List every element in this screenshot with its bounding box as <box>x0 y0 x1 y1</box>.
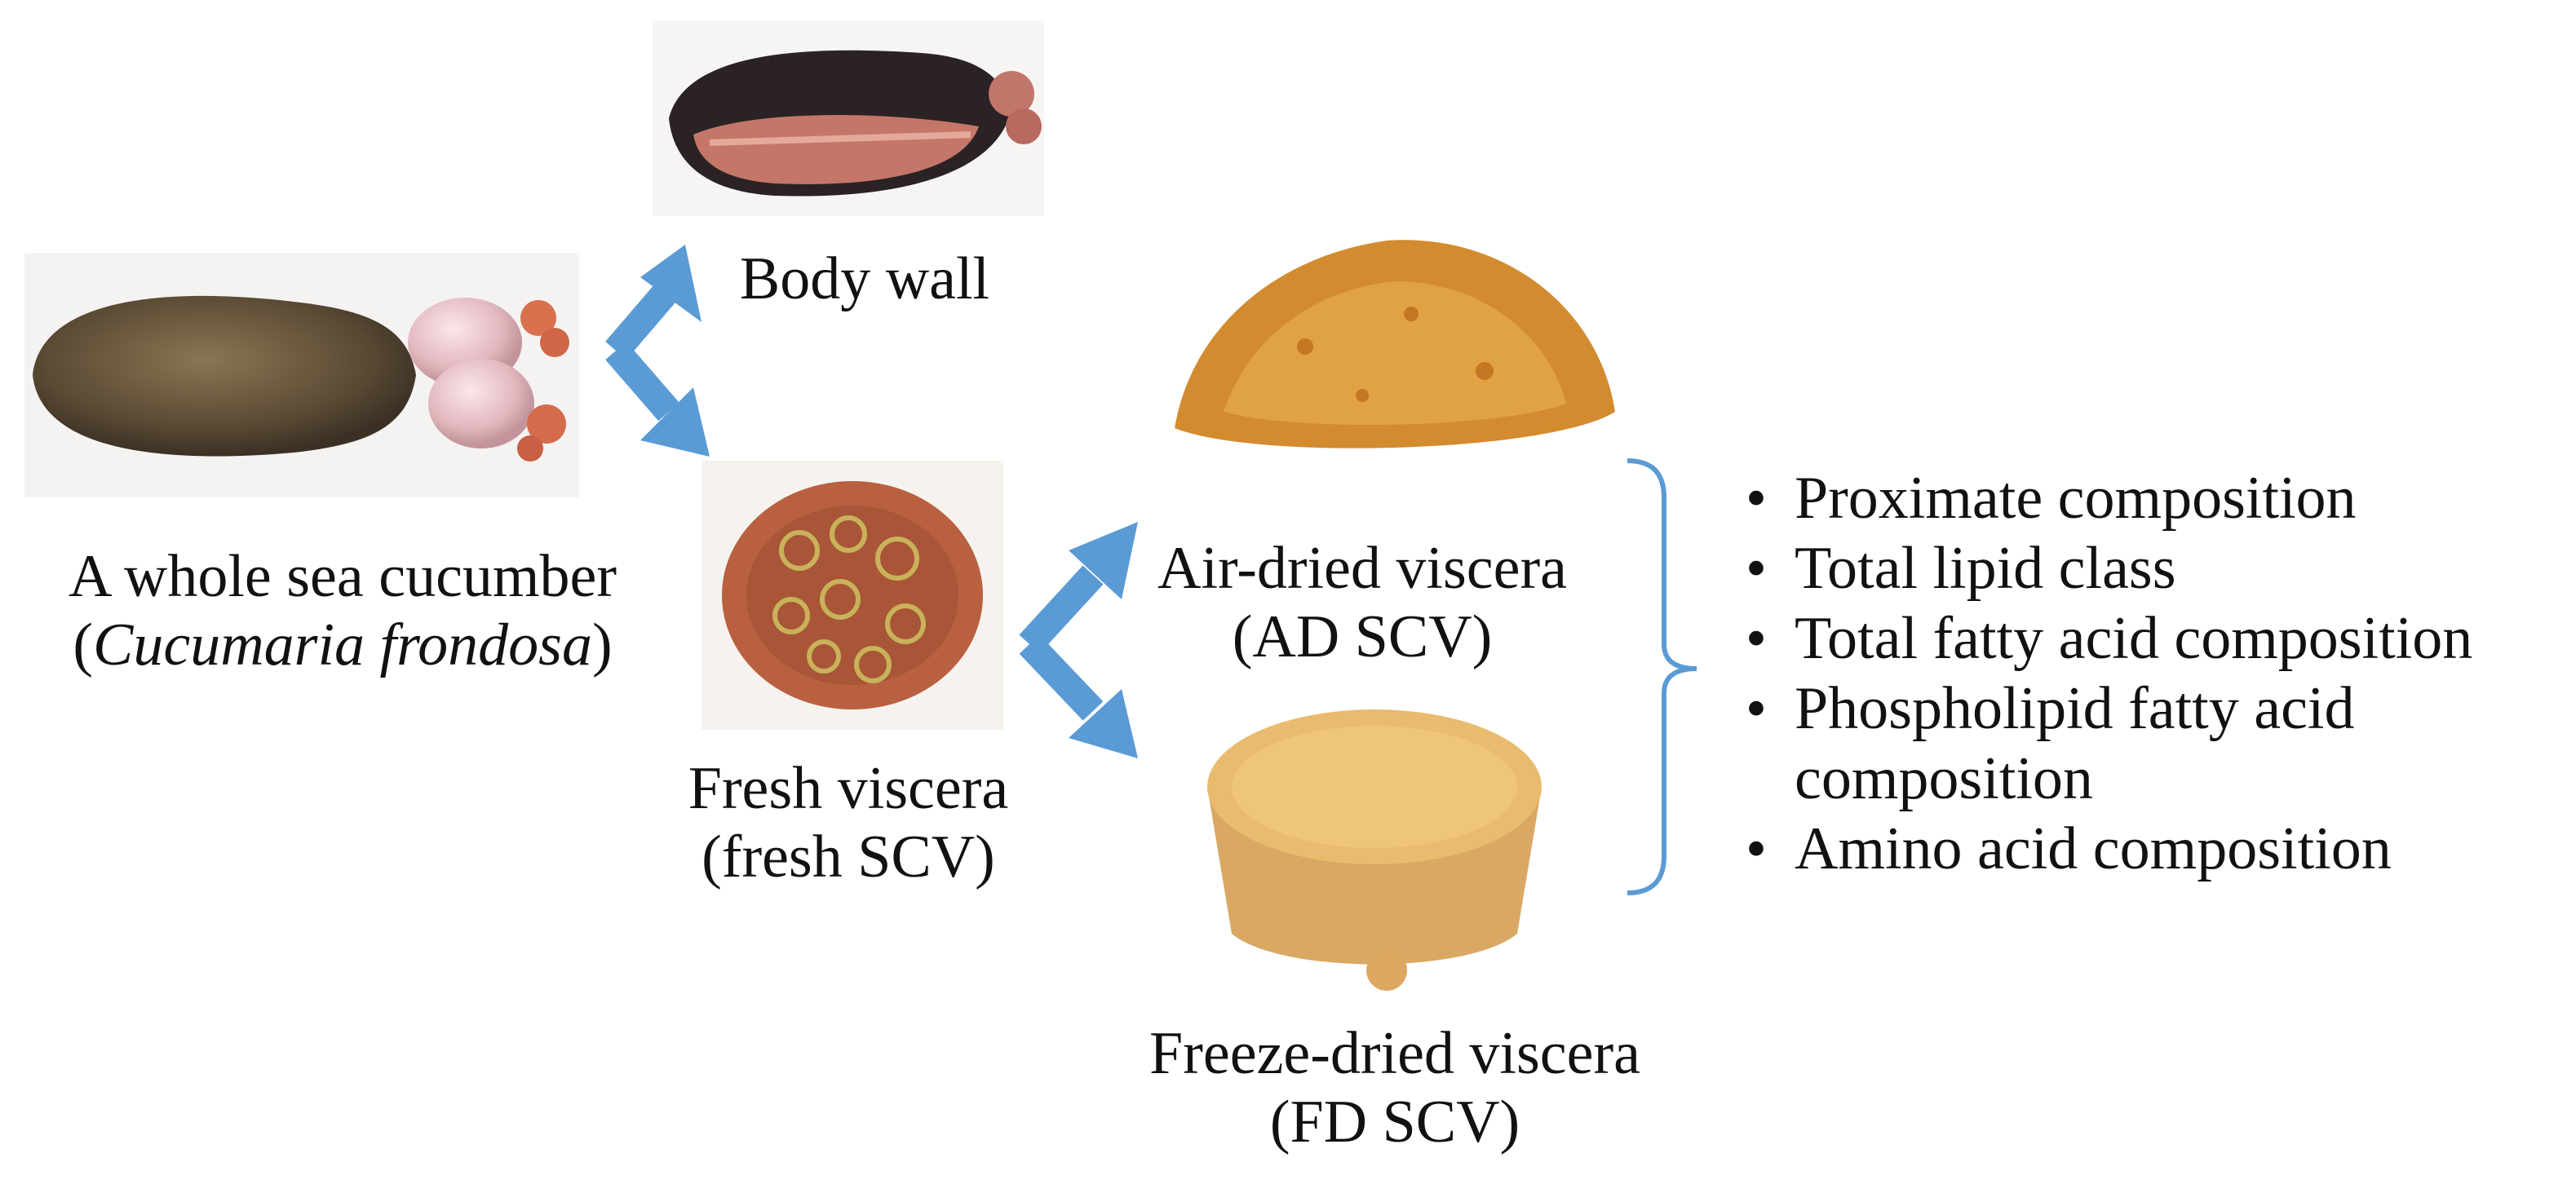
arrow-to-fresh-viscera-head <box>640 387 710 457</box>
arrow-to-air-dried <box>1019 565 1104 654</box>
whole-line1: A whole sea cucumber <box>69 543 617 610</box>
analysis-item: Total lipid class <box>1737 533 2496 603</box>
analysis-item: Phospholipid fatty acid composition <box>1737 674 2496 814</box>
freeze-dried-line2: (FD SCV) <box>1269 1089 1520 1155</box>
arrows-from-whole <box>605 245 710 457</box>
arrow-to-air-dried-head <box>1069 522 1138 599</box>
body-wall-photo <box>653 20 1044 216</box>
freeze-dried-line1: Freeze-dried viscera <box>1149 1020 1640 1087</box>
label-freeze-dried-viscera: Freeze-dried viscera (FD SCV) <box>1093 1019 1697 1156</box>
arrows-from-fresh <box>1019 522 1138 758</box>
sea-cucumber-photo <box>24 253 579 497</box>
analysis-bracket <box>1627 458 1697 895</box>
whole-close-paren: ) <box>591 612 613 678</box>
label-body-wall: Body wall <box>718 245 1011 313</box>
fresh-line1: Fresh viscera <box>688 755 1009 822</box>
arrow-to-body-wall <box>605 284 675 360</box>
species-name: Cucumaria frondosa <box>93 612 592 678</box>
analysis-list: Proximate composition Total lipid class … <box>1737 463 2496 884</box>
freeze-dried-viscera-photo <box>1183 689 1566 1007</box>
air-dried-viscera-photo <box>1142 183 1640 502</box>
arrow-to-freeze-dried <box>1019 634 1104 721</box>
arrow-to-freeze-dried-head <box>1069 689 1138 758</box>
whole-open-paren: ( <box>73 612 94 678</box>
whole-species-line: (Cucumaria frondosa) <box>33 611 653 679</box>
label-air-dried-viscera: Air-dried viscera (AD SCV) <box>1109 534 1615 671</box>
air-dried-line1: Air-dried viscera <box>1157 535 1567 602</box>
label-fresh-viscera: Fresh viscera (fresh SCV) <box>636 754 1060 891</box>
air-dried-line2: (AD SCV) <box>1232 603 1493 670</box>
fresh-viscera-photo <box>702 461 1003 730</box>
analysis-item: Total fatty acid composition <box>1737 603 2496 674</box>
analysis-item-text: Phospholipid fatty acid composition <box>1795 675 2355 812</box>
label-whole-sea-cucumber: A whole sea cucumber (Cucumaria frondosa… <box>33 542 653 679</box>
arrow-to-body-wall-head <box>640 245 702 322</box>
analysis-item: Amino acid composition <box>1737 814 2496 884</box>
body-wall-text: Body wall <box>739 245 990 312</box>
analysis-item: Proximate composition <box>1737 463 2496 533</box>
arrow-to-fresh-viscera <box>605 341 679 422</box>
fresh-line2: (fresh SCV) <box>702 824 995 890</box>
